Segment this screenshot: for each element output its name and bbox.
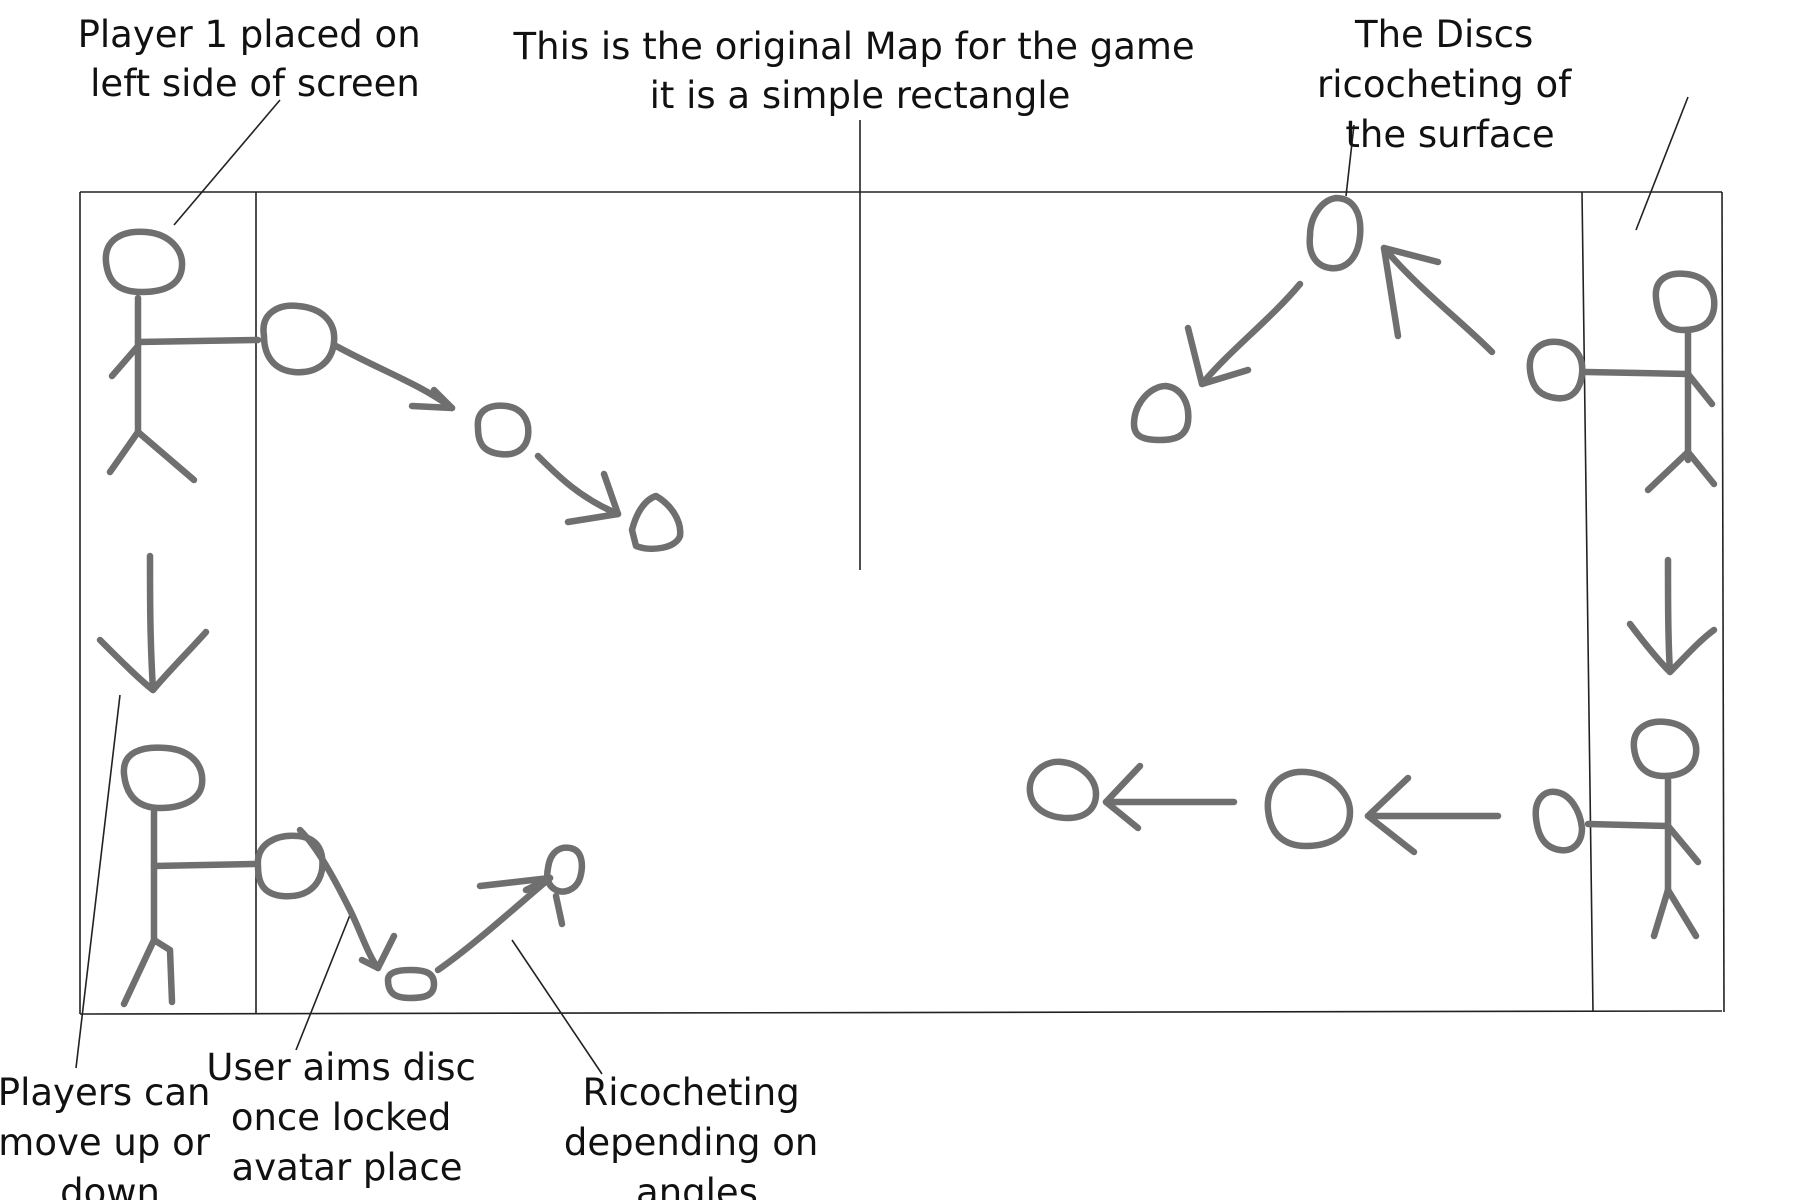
- annotation-aim: User aims disc once locked avatar place: [206, 1046, 487, 1189]
- leader-ricochet: [511, 939, 603, 1075]
- arm: [1684, 370, 1716, 408]
- arrow-head-icon: [1184, 324, 1252, 388]
- disc: [544, 844, 586, 895]
- head: [120, 744, 206, 812]
- head: [102, 228, 186, 296]
- disc: [260, 302, 338, 376]
- annotation-line: User aims disc: [206, 1046, 476, 1089]
- player-right-bottom: [1584, 718, 1702, 940]
- arrow-head-icon: [1626, 620, 1718, 676]
- arrow-head-icon: [358, 932, 398, 972]
- map-frame: [79, 191, 1725, 1015]
- left-top-disc-path: [260, 302, 684, 552]
- annotation-line: The Discs: [1354, 13, 1533, 56]
- annotation-line: angles: [636, 1171, 758, 1200]
- disc: [1306, 194, 1364, 272]
- leg: [106, 428, 142, 476]
- disc: [384, 966, 438, 1002]
- leader-player1: [173, 99, 281, 226]
- move-arrow-shaft: [146, 552, 157, 694]
- trajectory: [552, 892, 566, 928]
- arrow-head-icon: [1364, 774, 1418, 856]
- leader-move: [75, 694, 121, 1069]
- trajectory: [534, 452, 622, 518]
- annotation-line: the surface: [1345, 113, 1554, 156]
- leader-discs: [1345, 124, 1355, 197]
- trajectory: [332, 342, 456, 412]
- annotation-line: move up or: [0, 1121, 211, 1164]
- right-move-arrow: [1626, 556, 1718, 676]
- leader-lines: [75, 96, 1689, 1075]
- right-bottom-disc-path: [1026, 758, 1586, 856]
- move-arrow-shaft: [1664, 556, 1674, 676]
- annotation-line: down: [60, 1171, 160, 1200]
- annotation-line: Ricocheting: [582, 1071, 799, 1114]
- map-bottom-edge: [79, 1010, 1723, 1015]
- arm: [150, 860, 258, 870]
- trajectory: [1380, 244, 1496, 356]
- leader-aim: [295, 909, 353, 1051]
- player-left-bottom: [120, 744, 258, 1008]
- leg: [1684, 448, 1718, 488]
- annotation-line: Players can: [0, 1071, 210, 1114]
- annotation-move: Players can move up or down: [0, 1071, 222, 1200]
- annotation-player1: Player 1 placed on left side of screen: [78, 13, 433, 105]
- arm: [134, 336, 262, 346]
- leader-right-lane: [1635, 96, 1689, 231]
- disc: [1130, 382, 1192, 444]
- arrow-head-icon: [96, 628, 210, 694]
- player-left-top: [102, 228, 262, 484]
- leg: [1664, 886, 1700, 940]
- arm: [108, 342, 142, 380]
- leg: [134, 428, 198, 484]
- leg: [120, 936, 158, 1008]
- annotation-map: This is the original Map for the game it…: [513, 25, 1207, 117]
- head: [1630, 718, 1700, 780]
- disc: [254, 832, 326, 900]
- annotation-line: depending on: [564, 1121, 819, 1164]
- disc: [1526, 338, 1586, 402]
- disc: [1026, 758, 1100, 822]
- disc: [628, 492, 684, 552]
- arrow-head-icon: [564, 470, 622, 526]
- disc: [1264, 768, 1354, 850]
- trajectory: [1198, 280, 1304, 388]
- arrow-head-icon: [408, 386, 456, 412]
- arrow-head-icon: [1102, 762, 1144, 832]
- annotation-line: left side of screen: [90, 62, 420, 105]
- trajectory: [434, 874, 554, 974]
- leg: [1650, 886, 1672, 940]
- arm: [1582, 368, 1692, 378]
- arrow-head-icon: [1380, 244, 1442, 340]
- head: [1652, 270, 1718, 334]
- leg: [150, 936, 176, 1006]
- annotation-line: This is the original Map for the game: [513, 25, 1195, 68]
- disc: [1532, 788, 1586, 854]
- annotation-line: Player 1 placed on: [78, 13, 421, 56]
- left-bottom-disc-path: [254, 826, 586, 1002]
- annotation-line: ricocheting of: [1317, 63, 1572, 106]
- map-right-edge: [1721, 191, 1725, 1013]
- annotation-line: once locked: [231, 1096, 452, 1139]
- annotation-ricochet: Ricocheting depending on angles: [564, 1071, 830, 1200]
- right-top-disc-path: [1130, 194, 1586, 444]
- annotation-discs: The Discs ricocheting of the surface: [1317, 13, 1583, 156]
- player-right-top: [1582, 270, 1718, 494]
- leg: [1644, 448, 1692, 494]
- arm: [1584, 820, 1672, 830]
- disc: [474, 402, 532, 458]
- arm: [1664, 822, 1702, 866]
- trajectory: [296, 826, 382, 972]
- left-move-arrow: [96, 552, 210, 694]
- annotation-line: it is a simple rectangle: [650, 74, 1071, 117]
- annotation-line: avatar place: [232, 1146, 463, 1189]
- right-lane-divider: [1581, 191, 1594, 1013]
